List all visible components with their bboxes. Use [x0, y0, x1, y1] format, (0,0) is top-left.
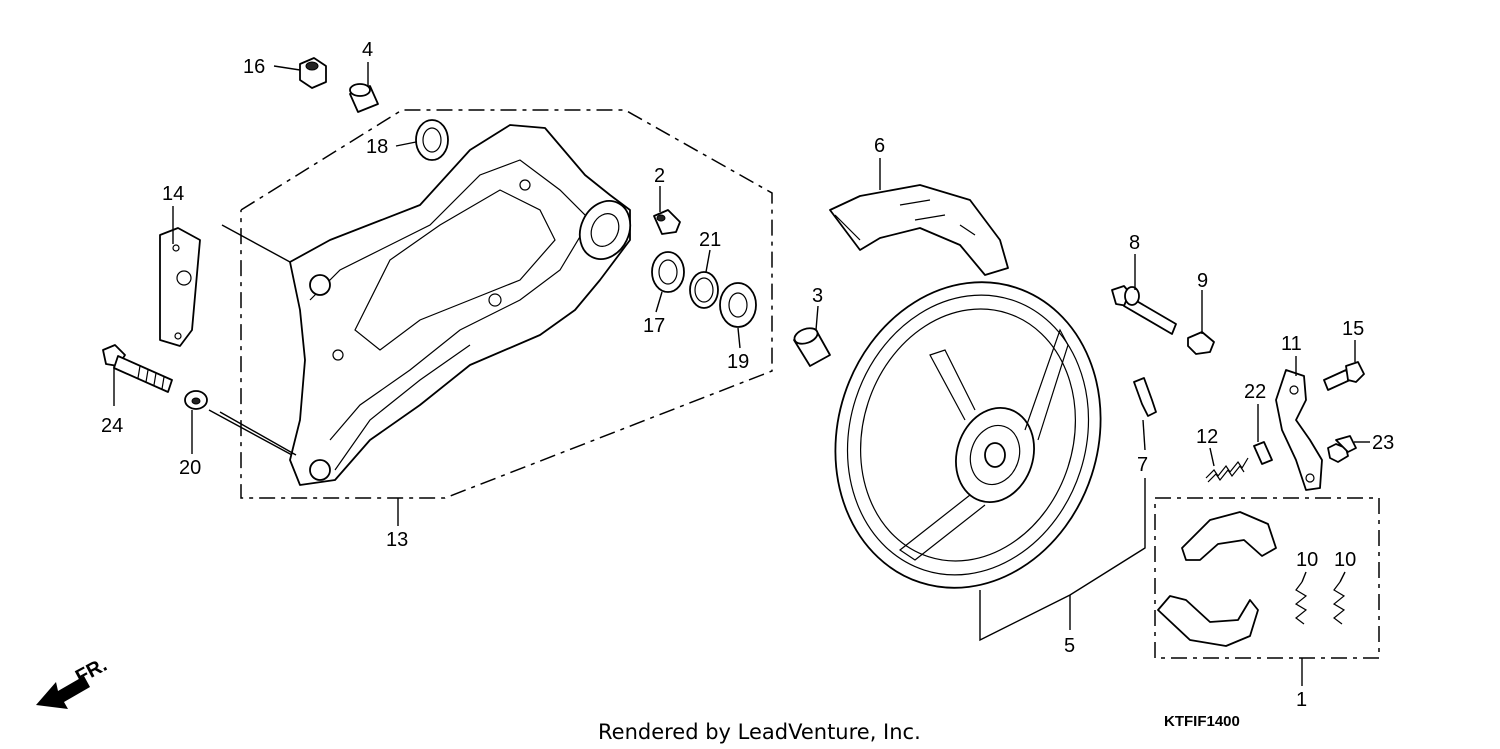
bearing-part-17	[651, 251, 685, 293]
callout-18: 18	[366, 136, 388, 158]
bolt-part-15	[1323, 361, 1365, 391]
callout-21: 21	[699, 229, 721, 251]
callout-11: 11	[1281, 333, 1302, 355]
callout-20: 20	[179, 457, 201, 479]
callout-13: 13	[386, 529, 408, 551]
bolt-part-23	[1327, 435, 1357, 463]
callout-16: 16	[243, 56, 265, 78]
diagram-code: KTFIF1400	[1164, 713, 1240, 730]
callout-22: 22	[1244, 381, 1266, 403]
fender-part-6	[829, 184, 1009, 276]
washer-part-20	[184, 390, 208, 410]
wheel-part-5	[834, 281, 1102, 589]
seal-part-19	[719, 282, 757, 328]
bearing-part-18	[415, 119, 449, 161]
nut-part-16	[299, 57, 327, 89]
callout-7: 7	[1137, 454, 1148, 476]
callout-10-left: 10	[1296, 549, 1318, 571]
valve-part-7	[1133, 377, 1157, 417]
callout-5: 5	[1064, 635, 1075, 657]
callout-labels: 16 4 18 14 2 21 17 19 3 6 8 9 11 15 22 1…	[101, 39, 1394, 711]
callout-12: 12	[1196, 426, 1218, 448]
callout-19: 19	[727, 351, 749, 373]
pin-part-22	[1253, 441, 1273, 465]
collar-part-3	[793, 327, 831, 367]
callout-1: 1	[1296, 689, 1307, 711]
callout-6: 6	[874, 135, 885, 157]
callout-8: 8	[1129, 232, 1140, 254]
front-direction-arrow: FR.	[36, 654, 111, 709]
brake-shoes-part-1	[1157, 511, 1277, 647]
nut-part-9	[1187, 331, 1215, 355]
rendered-by-footer: Rendered by LeadVenture, Inc.	[598, 720, 921, 744]
callout-15: 15	[1342, 318, 1364, 340]
brake-arm-part-11	[1275, 369, 1323, 491]
callout-14: 14	[162, 183, 184, 205]
swingarm-assembly-bracket	[240, 109, 773, 499]
swingarm	[289, 124, 632, 486]
spring-part-12	[1205, 457, 1249, 483]
spring-part-10-right	[1332, 581, 1346, 625]
callout-10-right: 10	[1334, 549, 1356, 571]
circlip-part-21	[689, 271, 719, 309]
callout-17: 17	[643, 315, 665, 337]
callout-9: 9	[1197, 270, 1208, 292]
brake-shoe-assembly-bracket	[1154, 497, 1380, 659]
spring-part-10-left	[1294, 581, 1308, 625]
bolt-part-24	[102, 344, 173, 393]
callout-4: 4	[362, 39, 373, 61]
callout-23: 23	[1372, 432, 1394, 454]
plate-part-14	[159, 227, 201, 347]
callout-3: 3	[812, 285, 823, 307]
axle-bolt-part-8	[1111, 285, 1177, 335]
bushing-part-2	[653, 209, 681, 235]
callout-2: 2	[654, 165, 665, 187]
leader-lines	[113, 62, 1370, 686]
collar-part-4	[349, 83, 379, 113]
callout-24: 24	[101, 415, 123, 437]
